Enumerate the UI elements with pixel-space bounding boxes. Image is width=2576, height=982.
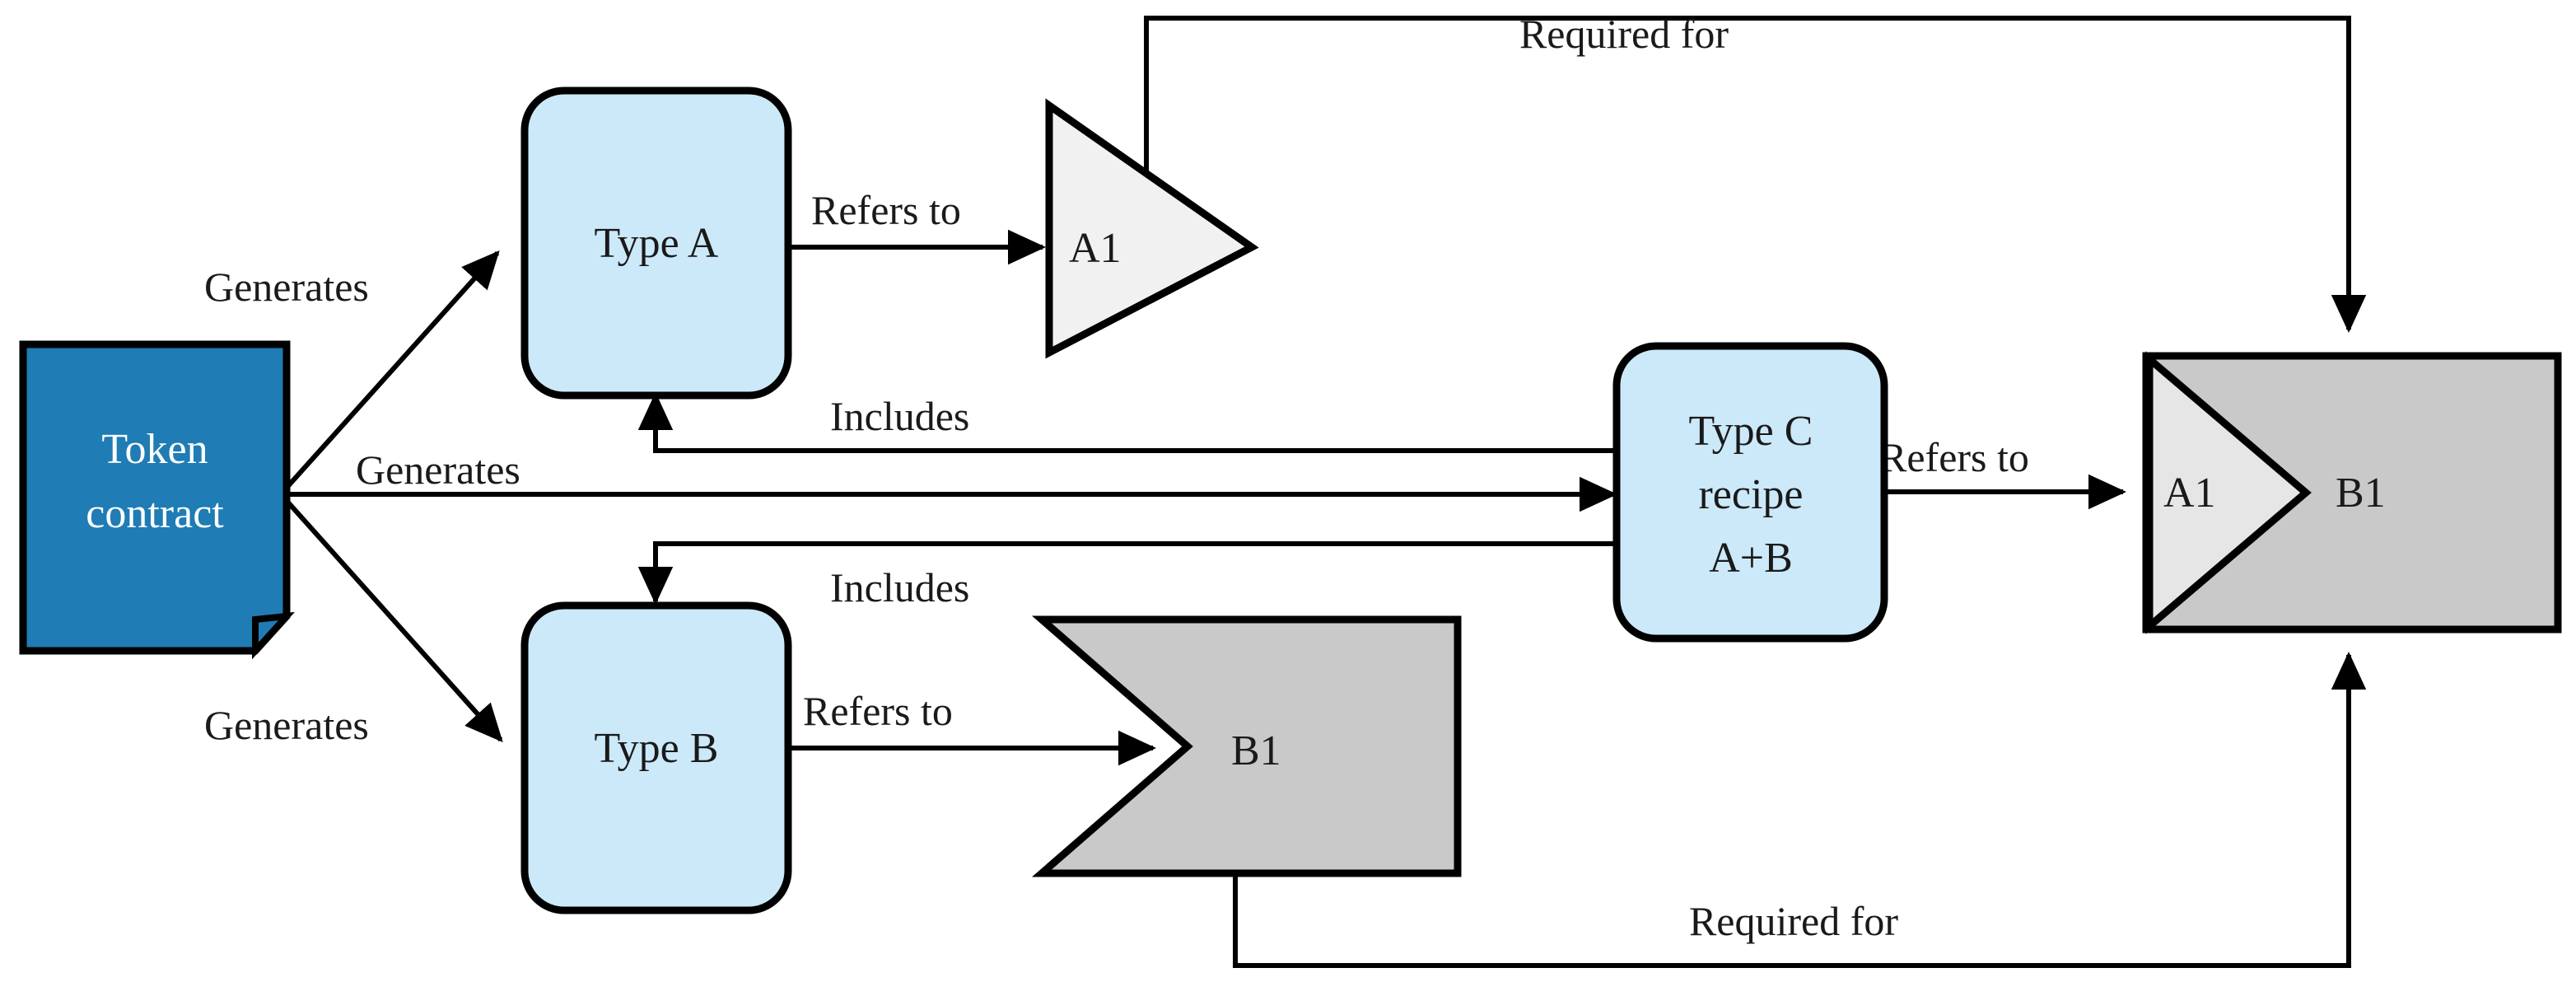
node-token-contract[interactable]: Token contract [19,340,295,660]
type-a-box [520,87,792,400]
edge-required-for-top [1144,16,2367,333]
edge-generates-type-b [286,500,503,742]
edge-includes-type-b [637,541,1614,605]
b1-chevron-shape [1031,615,1462,877]
node-b1-chevron[interactable]: B1 [1031,615,1462,877]
edge-generates-type-a [284,250,500,490]
edge-label-includes-type-b: Includes [830,564,969,610]
edge-label-required-for-top: Required for [1519,11,1729,57]
edge-label-required-for-bottom: Required for [1689,898,1898,944]
a1b1-composite-label-right: B1 [2336,470,2386,517]
token-contract-label-line2: contract [86,490,224,537]
edge-required-for-bottom [1233,652,2367,968]
type-c-label-line3: A+B [1709,535,1793,582]
a1-inner-triangle [2145,351,2312,634]
edge-label-refers-to-composite: Refers to [1879,434,2029,480]
edge-label-includes-type-a: Includes [830,393,969,439]
token-contract-fold-icon [252,611,295,660]
type-c-label-line2: recipe [1698,471,1803,518]
node-type-c-recipe[interactable]: Type C recipe A+B [1612,342,1888,643]
type-c-box [1612,342,1888,643]
node-a1b1-composite[interactable]: A1 B1 [2142,351,2562,634]
type-a-label: Type A [595,220,719,267]
node-type-a[interactable]: Type A [520,87,792,400]
a1-triangle-shape [1045,98,1259,359]
node-type-b[interactable]: Type B [520,601,792,914]
edge-label-generates-type-c: Generates [356,447,520,493]
a1b1-composite-label-left: A1 [2163,470,2216,517]
edge-includes-type-a [637,392,1614,453]
node-a1-triangle[interactable]: A1 [1045,98,1259,359]
b1-chevron-label: B1 [1231,727,1281,774]
edge-label-generates-type-b: Generates [204,702,369,748]
edge-label-refers-to-a1: Refers to [811,187,961,233]
type-c-label-line1: Type C [1689,408,1813,455]
type-b-box [520,601,792,914]
edge-label-refers-to-b1: Refers to [803,688,953,734]
edge-label-generates-type-a: Generates [204,264,369,310]
token-contract-label-line1: Token [101,426,208,473]
type-b-label: Type B [595,725,719,772]
a1-triangle-label: A1 [1069,225,1122,272]
